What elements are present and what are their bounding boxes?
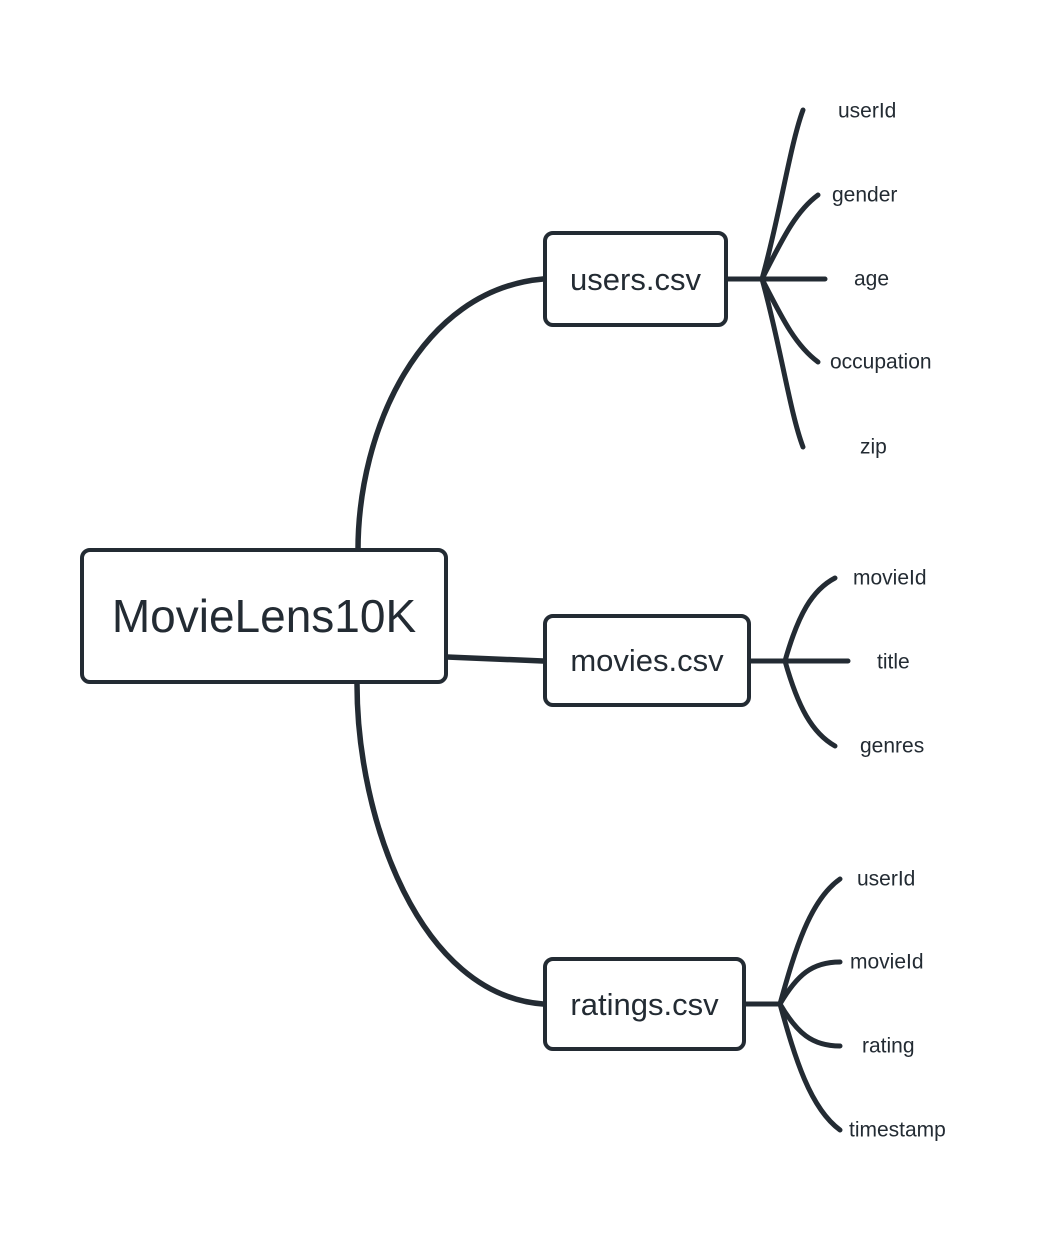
branch-node-movies[interactable]: movies.csv [543,614,751,707]
branch-label-ratings: ratings.csv [570,986,719,1022]
mindmap-root-node[interactable]: MovieLens10K [80,548,448,684]
edge-root-ratings [354,681,546,1007]
branch-label-movies: movies.csv [570,643,724,678]
leaf-movies-movieid: movieId [853,566,927,590]
leaf-ratings-movieid: movieId [850,950,924,974]
edge-root-users [355,276,546,553]
leaf-users-userid: userId [838,99,897,123]
edge-users-occupation [759,276,821,365]
edge-ratings-rating [777,1001,843,1049]
leaf-ratings-rating: rating [862,1034,915,1058]
branch-node-ratings[interactable]: ratings.csv [543,957,746,1051]
leaf-users-gender: gender [832,183,898,207]
edge-movies-genres [782,658,838,749]
leaf-ratings-userid: userId [857,867,916,891]
edge-users-zip [759,276,806,450]
leaf-movies-title: title [877,650,910,674]
edge-movies-movieid [782,575,838,664]
leaf-users-zip: zip [860,435,887,459]
leaf-movies-genres: genres [860,734,925,758]
leaf-users-age: age [854,267,890,291]
edge-ratings-timestamp [777,1001,843,1133]
edge-users-userid [759,107,806,282]
edge-ratings-userid [777,876,843,1007]
leaf-ratings-timestamp: timestamp [849,1118,946,1142]
edge-users-gender [759,192,821,282]
root-label: MovieLens10K [111,590,417,642]
edge-root-movies [444,654,546,664]
branch-label-users: users.csv [570,261,701,297]
leaf-users-occupation: occupation [830,350,932,374]
branch-node-users[interactable]: users.csv [543,231,728,327]
edge-ratings-movieid [777,959,843,1007]
